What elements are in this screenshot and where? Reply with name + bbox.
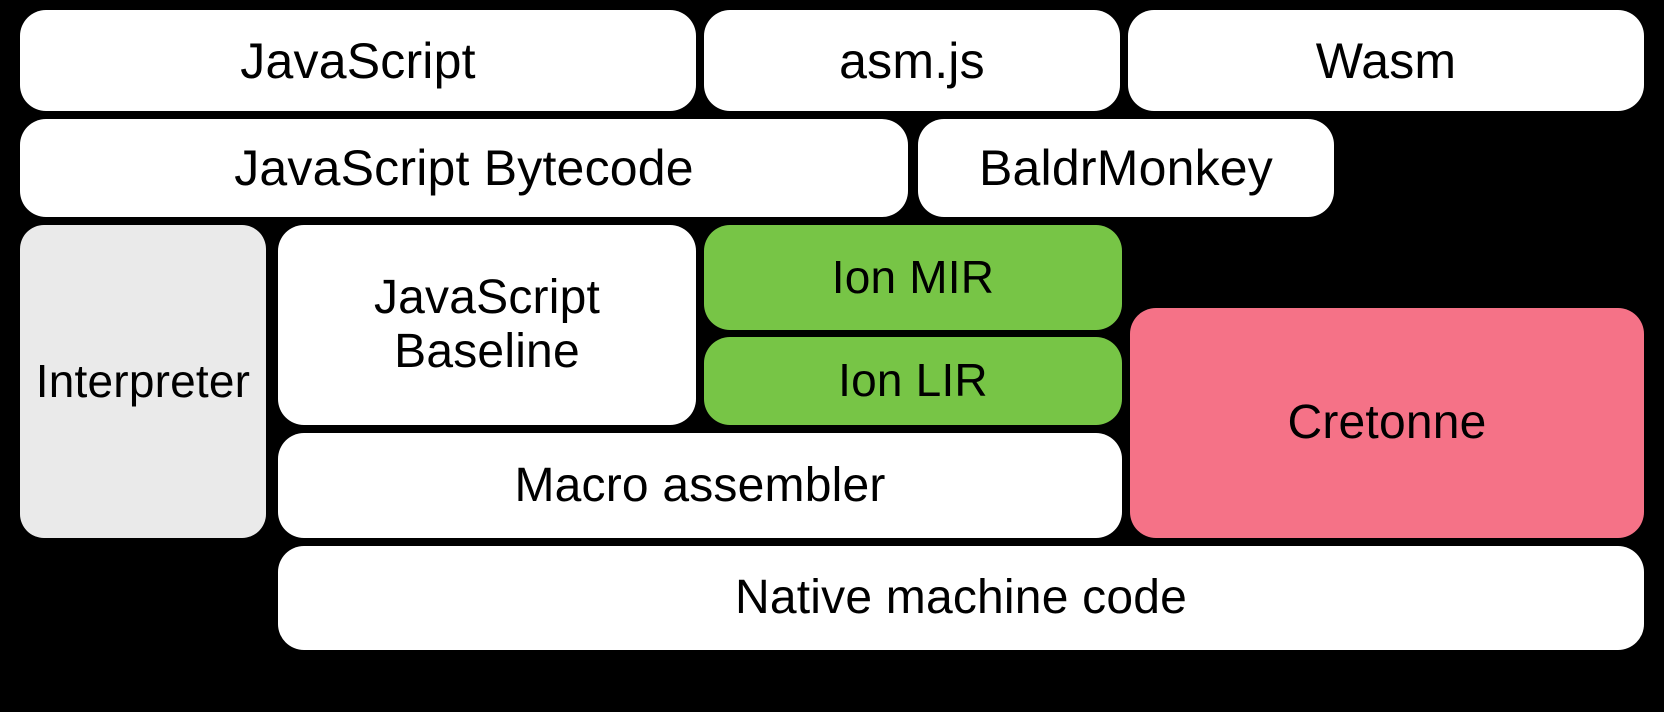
node-baldrmonkey[interactable]: BaldrMonkey [918,119,1334,217]
node-ion-lir[interactable]: Ion LIR [704,337,1122,425]
node-wasm[interactable]: Wasm [1128,10,1644,111]
node-javascript-baseline[interactable]: JavaScript Baseline [278,225,696,425]
node-asm-js[interactable]: asm.js [704,10,1120,111]
node-native-machine-code[interactable]: Native machine code [278,546,1644,650]
node-ion-mir[interactable]: Ion MIR [704,225,1122,330]
node-javascript[interactable]: JavaScript [20,10,696,111]
node-interpreter[interactable]: Interpreter [20,225,266,538]
node-javascript-bytecode[interactable]: JavaScript Bytecode [20,119,908,217]
node-macro-assembler[interactable]: Macro assembler [278,433,1122,538]
node-cretonne[interactable]: Cretonne [1130,308,1644,538]
